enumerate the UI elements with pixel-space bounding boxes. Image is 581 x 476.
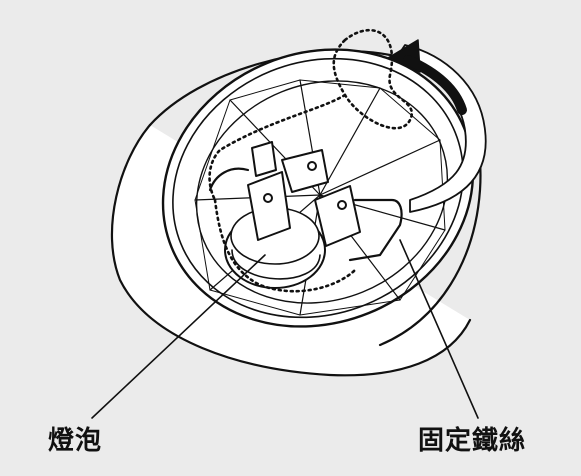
terminal-tabs (247, 141, 361, 247)
wire-released-outline (208, 29, 414, 293)
bulb-label: 燈泡 (48, 426, 103, 456)
retaining-wire-label: 固定鐵絲 (418, 426, 527, 456)
rotation-arrow (387, 39, 487, 213)
leader-lines (91, 239, 479, 419)
